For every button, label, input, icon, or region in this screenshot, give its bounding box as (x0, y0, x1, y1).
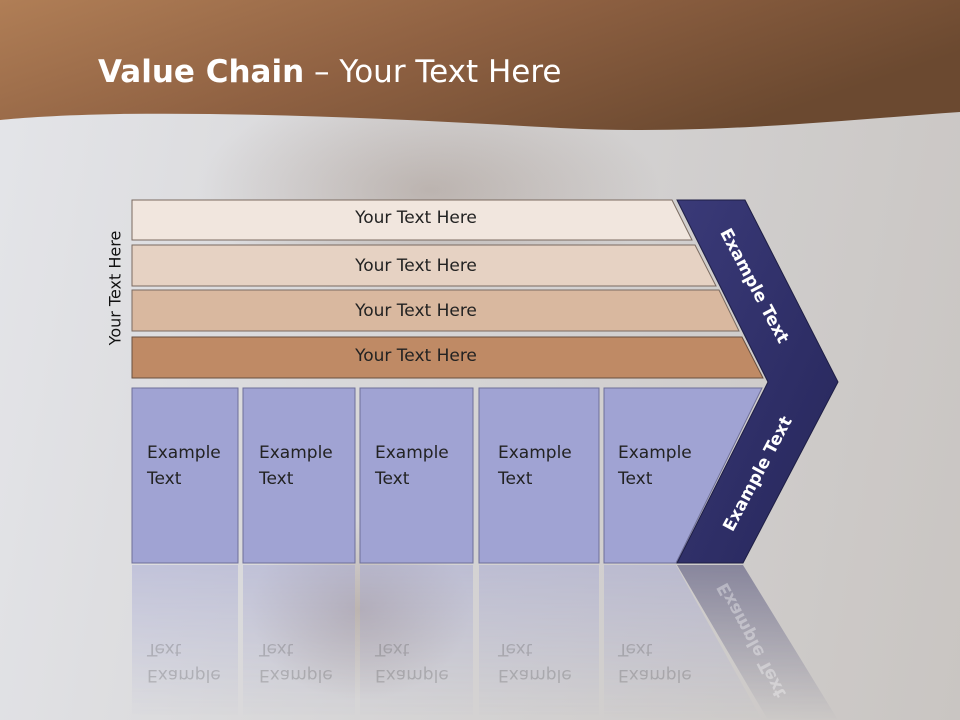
side-label-text: Your Text Here (105, 230, 125, 346)
column-label-reflection: Example Text (147, 636, 221, 688)
chevron-arrow (676, 199, 839, 564)
reflection-line2: Text (375, 639, 410, 659)
column-box-3 (359, 387, 474, 564)
reflection (132, 565, 838, 720)
reflection-line2: Text (259, 639, 294, 659)
column-label-line1: Example (498, 443, 572, 463)
column-label-line1: Example (147, 443, 221, 463)
column-label-line2: Text (498, 469, 533, 489)
column-label-5: Example Text (618, 440, 692, 492)
row-bar-1 (131, 199, 693, 241)
column-label-2: Example Text (259, 440, 333, 492)
column-label-1: Example Text (147, 440, 221, 492)
reflection-line1: Example (375, 665, 449, 685)
slide-title: Value Chain – Your Text Here (98, 54, 561, 90)
column-label-reflection: Example Text (375, 636, 449, 688)
reflection-line1: Example (259, 665, 333, 685)
row-bar-4 (131, 336, 764, 379)
column-box-1 (131, 387, 239, 564)
row-bar-3 (131, 289, 740, 332)
title-rest: – Your Text Here (304, 54, 562, 90)
column-label-line1: Example (375, 443, 449, 463)
reflection-line2: Text (147, 639, 182, 659)
reflection-line1: Example (147, 665, 221, 685)
row-label-2: Your Text Here (355, 256, 477, 276)
column-label-3: Example Text (375, 440, 449, 492)
title-bold: Value Chain (98, 54, 305, 90)
column-label-line2: Text (618, 469, 653, 489)
row-bar-2 (131, 244, 717, 287)
reflection-line2: Text (498, 639, 533, 659)
column-label-line2: Text (147, 469, 182, 489)
reflection-line1: Example (498, 665, 572, 685)
column-box-5 (603, 387, 763, 564)
column-label-line1: Example (259, 443, 333, 463)
header-band (0, 0, 960, 130)
column-box-2 (242, 387, 356, 564)
row-label-4: Your Text Here (355, 346, 477, 366)
column-label-line2: Text (375, 469, 410, 489)
column-label-reflection: Example Text (259, 636, 333, 688)
column-label-reflection: Example Text (498, 636, 572, 688)
column-label-reflection: Example Text (618, 636, 692, 688)
column-label-line1: Example (618, 443, 692, 463)
column-label-line2: Text (259, 469, 294, 489)
row-label-3: Your Text Here (355, 301, 477, 321)
column-label-4: Example Text (498, 440, 572, 492)
row-label-1: Your Text Here (355, 208, 477, 228)
reflection-line1: Example (618, 665, 692, 685)
reflection-line2: Text (618, 639, 653, 659)
column-box-4 (478, 387, 600, 564)
